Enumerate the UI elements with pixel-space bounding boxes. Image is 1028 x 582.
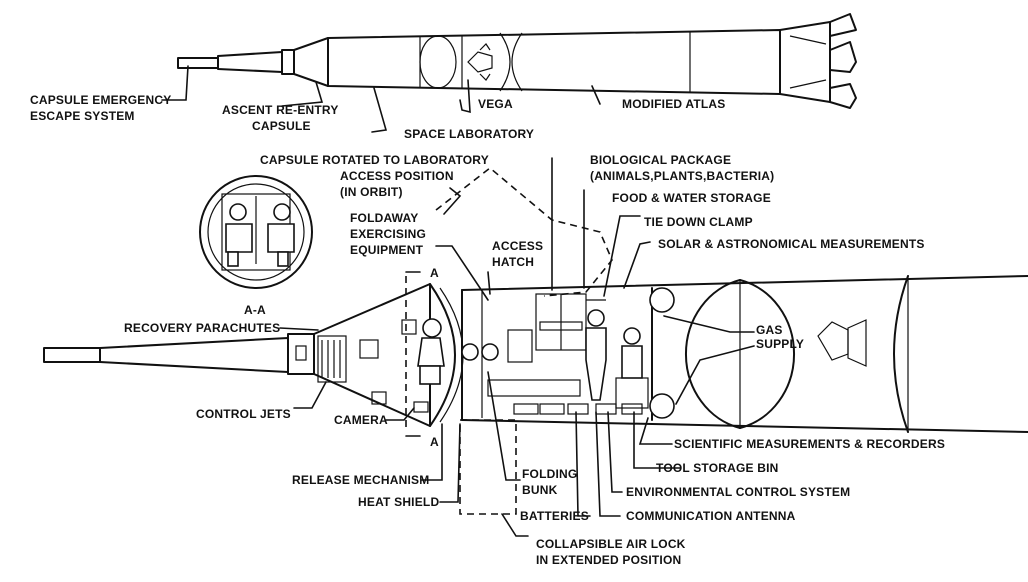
parachute-pack xyxy=(317,335,347,383)
label-biological-1: BIOLOGICAL PACKAGE xyxy=(590,153,731,167)
label-escape-1: CAPSULE EMERGENCY xyxy=(30,93,171,107)
label-tie-down: TIE DOWN CLAMP xyxy=(644,215,753,229)
cutaway-drawing xyxy=(43,275,1028,433)
dashed-overlays xyxy=(405,166,613,515)
label-folding-bunk-2: BUNK xyxy=(522,483,558,497)
label-foldaway-2: EXERCISING xyxy=(350,227,426,241)
laboratory-hull xyxy=(461,275,1028,433)
label-air-lock-1: COLLAPSIBLE AIR LOCK xyxy=(536,537,686,551)
label-environmental: ENVIRONMENTAL CONTROL SYSTEM xyxy=(626,485,850,499)
label-tool-storage: TOOL STORAGE BIN xyxy=(656,461,779,475)
label-antenna: COMMUNICATION ANTENNA xyxy=(626,509,796,523)
label-ascent-2: CAPSULE xyxy=(252,119,311,133)
section-inner-ring xyxy=(207,183,305,281)
label-recovery-parachutes: RECOVERY PARACHUTES xyxy=(124,321,280,335)
label-access-hatch-2: HATCH xyxy=(492,255,534,269)
vehicle-body xyxy=(327,29,781,95)
label-access-hatch-1: ACCESS xyxy=(492,239,543,253)
label-vega: VEGA xyxy=(478,97,513,111)
label-foldaway-1: FOLDAWAY xyxy=(350,211,419,225)
label-release: RELEASE MECHANISM xyxy=(292,473,429,487)
label-modified-atlas: MODIFIED ATLAS xyxy=(622,97,725,111)
label-solar: SOLAR & ASTRONOMICAL MEASUREMENTS xyxy=(658,237,925,251)
label-gas-2: SUPPLY xyxy=(756,337,804,351)
main-leaders xyxy=(279,157,755,537)
label-scientific: SCIENTIFIC MEASUREMENTS & RECORDERS xyxy=(674,437,945,451)
top-leaders xyxy=(161,65,601,133)
label-foldaway-3: EQUIPMENT xyxy=(350,243,424,257)
label-camera: CAMERA xyxy=(334,413,388,427)
launch-vehicle-drawing xyxy=(177,13,857,109)
label-air-lock-2: IN EXTENDED POSITION xyxy=(536,553,681,567)
label-control-jets: CONTROL JETS xyxy=(196,407,291,421)
label-gas-1: GAS xyxy=(756,323,783,337)
air-lock-outline xyxy=(459,419,517,515)
capsule-cone xyxy=(293,37,329,87)
label-batteries: BATTERIES xyxy=(520,509,589,523)
capsule-body xyxy=(313,283,431,427)
label-heat-shield: HEAT SHIELD xyxy=(358,495,439,509)
escape-tower xyxy=(177,57,219,69)
label-escape-2: ESCAPE SYSTEM xyxy=(30,109,135,123)
label-capsule-rotated-2: ACCESS POSITION xyxy=(340,169,454,183)
gas-tank xyxy=(685,279,741,429)
label-section-a-top: A xyxy=(430,266,439,280)
label-folding-bunk-1: FOLDING xyxy=(522,467,577,481)
label-section-aa: A-A xyxy=(244,303,266,317)
label-group: CAPSULE EMERGENCY ESCAPE SYSTEM ASCENT R… xyxy=(30,93,945,567)
section-aa-view xyxy=(199,175,313,289)
camera-box xyxy=(413,401,429,413)
section-outer-ring xyxy=(199,175,313,289)
label-biological-2: (ANIMALS,PLANTS,BACTERIA) xyxy=(590,169,774,183)
label-capsule-rotated-1: CAPSULE ROTATED TO LABORATORY xyxy=(260,153,489,167)
rotated-capsule-outline xyxy=(435,166,613,297)
label-section-a-bottom: A xyxy=(430,435,439,449)
label-ascent-1: ASCENT RE-ENTRY xyxy=(222,103,339,117)
heat-shield xyxy=(429,283,456,427)
label-space-laboratory: SPACE LABORATORY xyxy=(404,127,534,141)
escape-rod xyxy=(43,347,101,363)
label-capsule-rotated-3: (IN ORBIT) xyxy=(340,185,403,199)
label-food-water: FOOD & WATER STORAGE xyxy=(612,191,771,205)
